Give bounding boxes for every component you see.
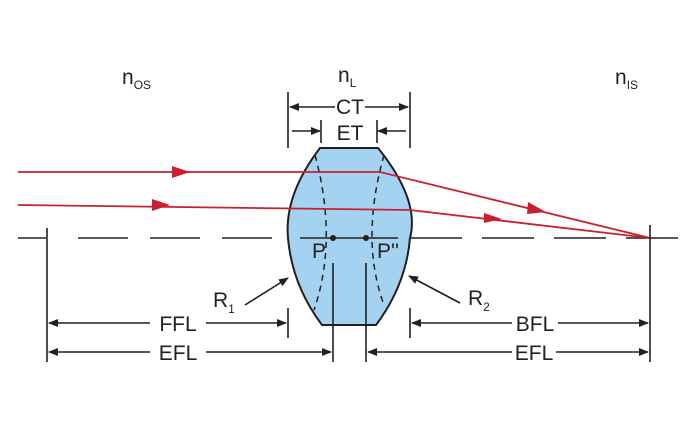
label-r1: R1 (213, 289, 235, 316)
label-et: ET (337, 122, 364, 145)
lens (286, 147, 413, 326)
dimension-arrows (48, 103, 649, 356)
label-p: P (312, 240, 326, 263)
label-efl-back: EFL (515, 342, 554, 365)
label-n-os: nOS (122, 66, 151, 92)
label-efl-front: EFL (159, 342, 198, 365)
label-ffl: FFL (159, 313, 196, 336)
label-n-is: nIS (615, 66, 638, 92)
label-r2: R2 (468, 287, 490, 314)
light-rays (17, 171, 651, 239)
label-p-double-prime: P'' (377, 240, 399, 263)
ray-arrows (152, 166, 546, 223)
principal-point-p2 (363, 235, 369, 241)
label-bfl: BFL (516, 313, 555, 336)
lens-radius-dashes (313, 154, 385, 311)
principal-point-p (330, 235, 336, 241)
label-n-l: nL (338, 64, 357, 90)
label-ct: CT (336, 96, 364, 119)
